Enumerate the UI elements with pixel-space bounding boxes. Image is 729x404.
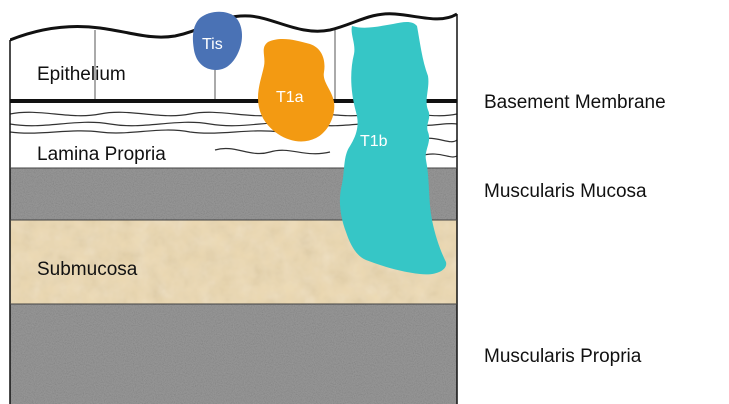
label-muscularis-propria: Muscularis Propria: [484, 346, 642, 367]
label-basement-membrane: Basement Membrane: [484, 92, 666, 113]
label-muscularis-mucosa: Muscularis Mucosa: [484, 181, 647, 202]
label-lamina-propria: Lamina Propria: [37, 144, 166, 165]
muscularis-propria-layer: [10, 304, 457, 404]
tumor-tis-label: Tis: [202, 36, 223, 53]
label-epithelium: Epithelium: [37, 64, 126, 85]
tumor-t1b-label: T1b: [360, 133, 388, 150]
label-submucosa: Submucosa: [37, 259, 138, 280]
tumor-t1a-label: T1a: [276, 89, 304, 106]
